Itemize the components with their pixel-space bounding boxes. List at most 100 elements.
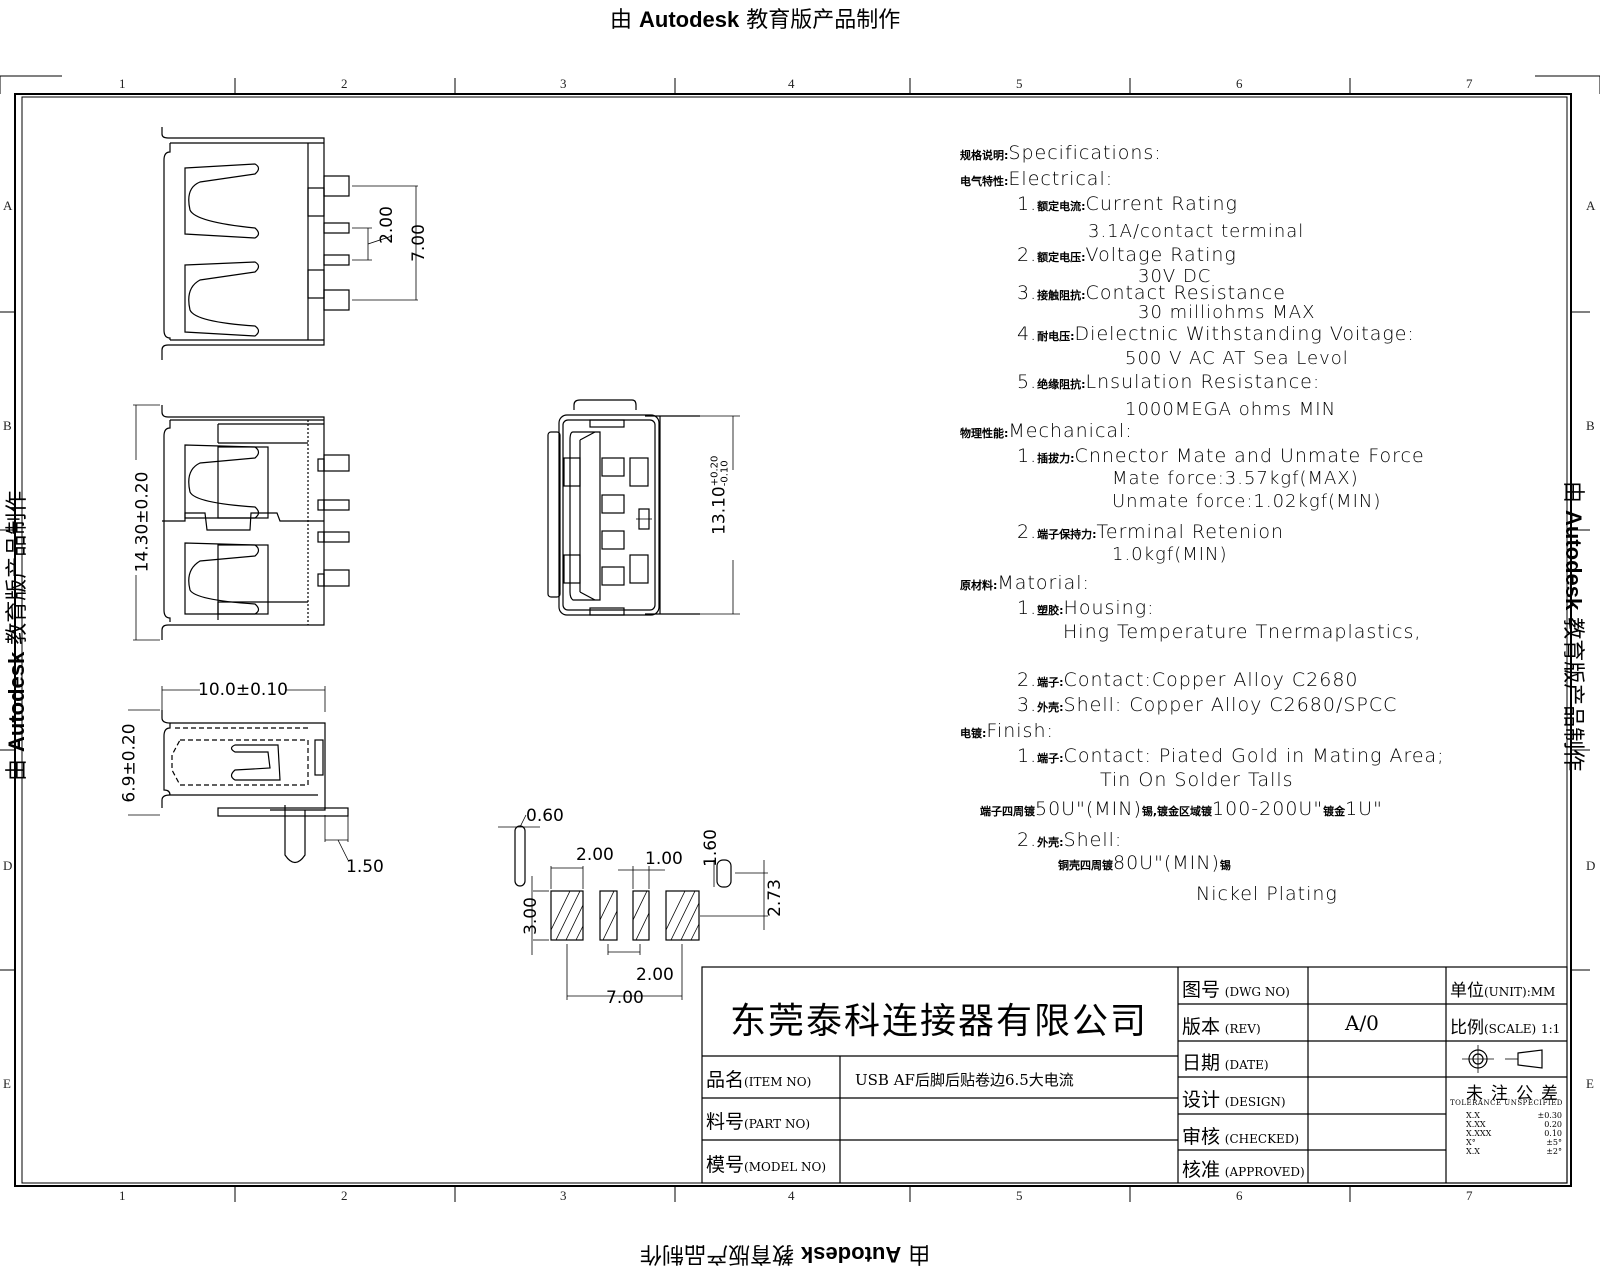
item-num: 1. bbox=[1017, 745, 1038, 767]
column-label: 4 bbox=[788, 1188, 795, 1203]
item-num: 1. bbox=[1017, 597, 1038, 619]
row-label: D bbox=[3, 858, 13, 873]
dim-slot-height: 1.60 bbox=[700, 829, 721, 867]
approved-label: 核准 (APPROVED) bbox=[1182, 1155, 1305, 1182]
mechanical-item-1-value2: Unmate force:1.02kgf(MIN) bbox=[1112, 491, 1382, 512]
item-cn: 额定电流: bbox=[1037, 200, 1086, 213]
electrical-heading: 电气特性:Electrical: bbox=[960, 168, 1113, 190]
mechanical-heading: 物理性能:Mechanical: bbox=[960, 420, 1133, 442]
tol-value: ±5° bbox=[1546, 1138, 1562, 1147]
heading-en: Mechanical: bbox=[1008, 420, 1133, 442]
note-cn: 锡,镀金区域镀 bbox=[1141, 805, 1213, 818]
spec-title: 规格说明:Specifications: bbox=[960, 142, 1162, 164]
item-label: Contact:Copper Alloy C2680 bbox=[1063, 669, 1359, 691]
model-no-label: 模号(MODEL NO) bbox=[706, 1150, 826, 1177]
item-label: Terminal Retenion bbox=[1096, 521, 1285, 543]
item-label: Contact Resistance bbox=[1085, 282, 1286, 304]
electrical-item-2-value: 30V DC bbox=[1138, 266, 1212, 287]
top-view-drawing bbox=[161, 127, 418, 360]
material-item-2: 2.端子:Contact:Copper Alloy C2680 bbox=[1017, 669, 1359, 691]
column-label: 5 bbox=[1016, 1188, 1023, 1203]
dim-pad-span: 7.00 bbox=[606, 988, 644, 1008]
heading-cn: 原材料: bbox=[960, 579, 998, 592]
dim-pad-pitch: 2.00 bbox=[636, 965, 674, 985]
side-view-drawing bbox=[128, 686, 349, 864]
label-cn: 设计 bbox=[1182, 1089, 1221, 1111]
material-item-3: 3.外壳:Shell: Copper Alloy C2680/SPCC bbox=[1017, 694, 1397, 716]
item-label: Shell: Copper Alloy C2680/SPCC bbox=[1063, 694, 1398, 716]
column-label: 5 bbox=[1016, 76, 1023, 91]
electrical-item-3: 3.接触阻抗:Contact Resistance bbox=[1017, 282, 1286, 304]
item-cn: 绝缘阻抗: bbox=[1037, 378, 1086, 391]
note-value: 1U" bbox=[1345, 798, 1383, 820]
watermark-top: 由 Autodesk 教育版产品制作 bbox=[610, 2, 900, 34]
label-cn: 日期 bbox=[1182, 1052, 1221, 1074]
heading-cn: 电气特性: bbox=[960, 175, 1009, 188]
label-en: (PART NO) bbox=[744, 1117, 810, 1131]
mechanical-item-1-value: Mate force:3.57kgf(MAX) bbox=[1112, 468, 1359, 489]
label-en: (APPROVED) bbox=[1224, 1165, 1305, 1179]
mechanical-item-1: 1.插拔力:Cnnector Mate and Unmate Force bbox=[1017, 445, 1425, 467]
unit-value: MM bbox=[1530, 985, 1556, 999]
heading-en: Finish: bbox=[986, 720, 1054, 742]
item-num: 5. bbox=[1017, 371, 1038, 393]
title-block-lines bbox=[701, 966, 1568, 1184]
item-label: Shell: bbox=[1063, 829, 1123, 851]
electrical-item-5: 5.绝缘阻抗:Lnsulation Resistance: bbox=[1017, 371, 1320, 393]
spec-title-cn: 规格说明: bbox=[960, 149, 1009, 162]
tol-value: ±2° bbox=[1546, 1147, 1562, 1156]
dim-pin-span: 7.00 bbox=[408, 224, 429, 262]
design-label: 设计 (DESIGN) bbox=[1182, 1085, 1286, 1112]
label-cn: 核准 bbox=[1182, 1159, 1221, 1181]
label-en: (DESIGN) bbox=[1224, 1095, 1286, 1109]
item-no-value: USB AF后脚后贴卷边6.5大电流 bbox=[855, 1071, 1074, 1089]
rev-label: 版本 (REV) bbox=[1182, 1012, 1261, 1039]
label-cn: 审核 bbox=[1182, 1126, 1221, 1148]
item-num: 1. bbox=[1017, 193, 1038, 215]
rev-value: A/0 bbox=[1345, 1011, 1379, 1035]
label-en: (DWG NO) bbox=[1224, 985, 1290, 999]
label-cn: 单位 bbox=[1450, 981, 1484, 1001]
label-en: (UNIT): bbox=[1484, 985, 1531, 999]
note-cn: 端子四周镀 bbox=[980, 805, 1035, 818]
finish-heading: 电镀:Finish: bbox=[960, 720, 1054, 742]
note-cn: 铜壳四周镀 bbox=[1058, 859, 1113, 872]
item-num: 2. bbox=[1017, 521, 1038, 543]
pcb-footprint-drawing bbox=[498, 814, 768, 1000]
item-num: 2. bbox=[1017, 829, 1038, 851]
item-num: 3. bbox=[1017, 282, 1038, 304]
item-num: 2. bbox=[1017, 669, 1038, 691]
dwg-no-label: 图号 (DWG NO) bbox=[1182, 975, 1290, 1002]
tol-value: 0.10 bbox=[1544, 1129, 1562, 1138]
tol-value: ±0.30 bbox=[1537, 1111, 1562, 1120]
item-no-label: 品名(ITEM NO) bbox=[706, 1065, 811, 1092]
item-label: Current Rating bbox=[1085, 193, 1238, 215]
item-cn: 外壳: bbox=[1037, 836, 1064, 849]
part-no-label: 料号(PART NO) bbox=[706, 1107, 810, 1134]
item-cn: 接触阻抗: bbox=[1037, 289, 1086, 302]
item-label: Housing: bbox=[1063, 597, 1155, 619]
dim-pad-large-width: 2.00 bbox=[576, 845, 614, 865]
label-cn: 品名 bbox=[706, 1069, 745, 1091]
note-value: 50U"(MIN) bbox=[1035, 798, 1142, 820]
item-label: Contact: Piated Gold in Mating Area; bbox=[1063, 745, 1445, 767]
column-label: 6 bbox=[1236, 76, 1243, 91]
label-cn: 图号 bbox=[1182, 979, 1221, 1001]
row-label: A bbox=[3, 198, 13, 213]
mechanical-item-2-value: 1.0kgf(MIN) bbox=[1112, 544, 1228, 565]
item-num: 3. bbox=[1017, 694, 1038, 716]
note-cn: 镀金 bbox=[1323, 805, 1346, 818]
dim-pin-width: 0.60 bbox=[526, 806, 564, 826]
electrical-item-2: 2.额定电压:Voltage Rating bbox=[1017, 244, 1237, 266]
label-en: (MODEL NO) bbox=[744, 1160, 827, 1174]
item-label: Cnnector Mate and Unmate Force bbox=[1074, 445, 1425, 467]
material-item-1-value: Hing Temperature Tnermaplastics, bbox=[1063, 621, 1422, 643]
bottom-view-drawing bbox=[133, 404, 350, 641]
column-label: 1 bbox=[119, 76, 126, 91]
label-cn: 料号 bbox=[706, 1111, 745, 1133]
row-label: A bbox=[1586, 198, 1596, 213]
item-cn: 插拔力: bbox=[1037, 452, 1075, 465]
tol-key: X.XXX bbox=[1466, 1129, 1492, 1138]
electrical-item-4: 4.耐电压:Dielectnic Withstanding Voitage: bbox=[1017, 323, 1415, 345]
